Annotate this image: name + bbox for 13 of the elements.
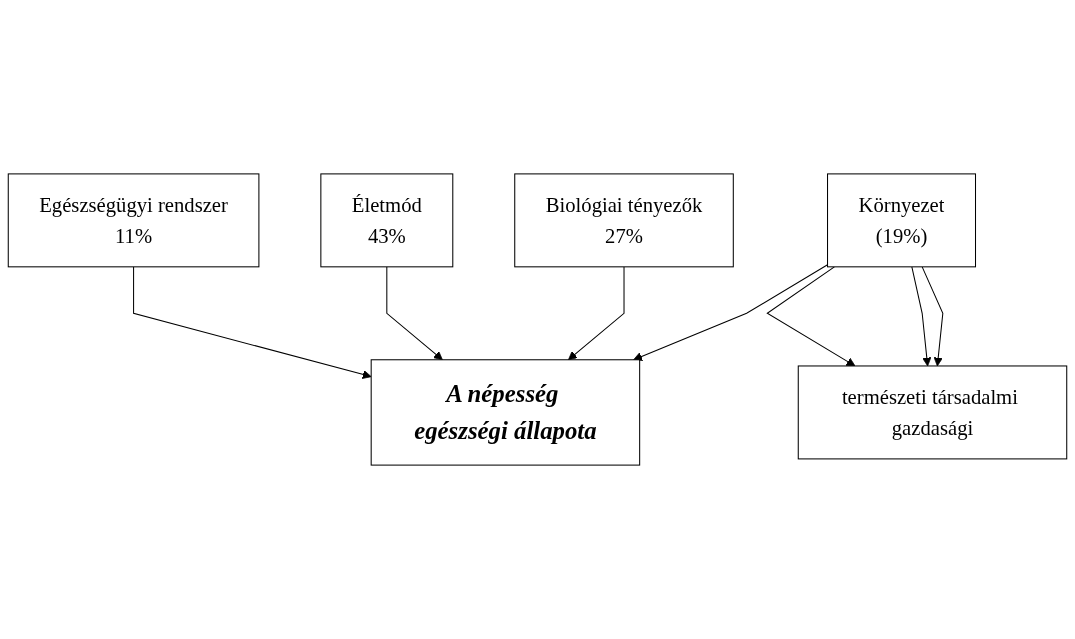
arrow: [921, 266, 944, 367]
arrow: [386, 266, 443, 361]
node-box: Biológiai tényezők 27%: [514, 173, 734, 268]
node-box: Egészségügyi rendszer 11%: [7, 173, 260, 268]
node-box: A népesség egészségi állapota: [370, 359, 641, 466]
arrow: [568, 266, 625, 361]
arrow: [133, 266, 372, 379]
node-box: Környezet (19%): [827, 173, 977, 268]
arrow: [633, 264, 829, 361]
node-box: természeti társadalmi gazdasági: [797, 365, 1068, 460]
arrow: [911, 266, 932, 367]
node-box: Életmód 43%: [320, 173, 454, 268]
arrow: [766, 266, 856, 367]
